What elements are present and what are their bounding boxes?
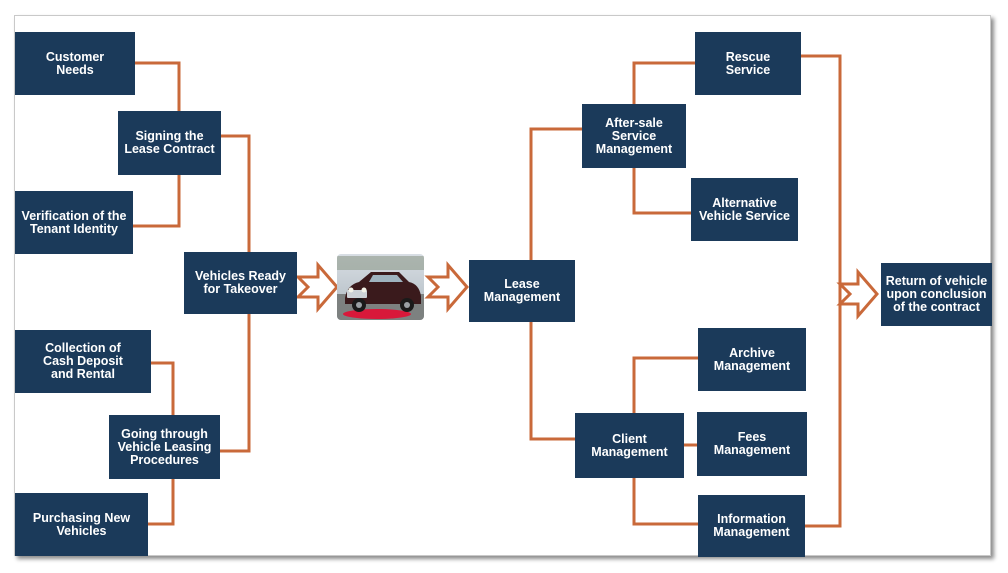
car-icon	[337, 254, 424, 320]
connector-collection	[151, 361, 175, 415]
connector-rescue-bracket	[801, 54, 842, 528]
connector-ready-to-going	[220, 314, 251, 453]
node-signing-lease-contract: Signing the Lease Contract	[118, 111, 221, 175]
car-photo	[337, 254, 424, 320]
node-after-sale-service: After-sale Service Management	[582, 104, 686, 168]
node-vehicles-ready-takeover: Vehicles Ready for Takeover	[184, 252, 297, 314]
node-going-through-procedures: Going through Vehicle Leasing Procedures	[109, 415, 220, 479]
node-fees-management: Fees Management	[697, 412, 807, 476]
connector-aftersale-alternative	[632, 168, 691, 215]
connector-verification	[133, 175, 181, 228]
node-customer-needs: Customer Needs	[15, 32, 135, 95]
node-rescue-service: Rescue Service	[695, 32, 801, 95]
connector-lease-to-aftersale	[529, 127, 582, 260]
arrow-right-icon	[424, 260, 469, 314]
connector-purchasing	[148, 479, 175, 526]
node-verification-tenant-identity: Verification of the Tenant Identity	[15, 191, 133, 254]
arrow-right-icon	[294, 260, 339, 314]
node-collection-cash-deposit: Collection of Cash Deposit and Rental	[15, 330, 151, 393]
connector-aftersale-rescue	[632, 61, 695, 104]
connector-client-archive	[632, 356, 698, 413]
node-purchasing-new-vehicles: Purchasing New Vehicles	[15, 493, 148, 556]
arrow-right-icon	[836, 267, 879, 321]
node-alternative-vehicle-service: Alternative Vehicle Service	[691, 178, 798, 241]
connector-client-information	[632, 478, 698, 526]
node-client-management: Client Management	[575, 413, 684, 478]
connector-customer-needs	[135, 61, 181, 111]
node-information-management: Information Management	[698, 495, 805, 557]
connector-lease-to-client	[529, 322, 575, 441]
node-lease-management: Lease Management	[469, 260, 575, 322]
connector-signing-to-ready	[221, 134, 251, 252]
node-archive-management: Archive Management	[698, 328, 806, 391]
node-return-of-vehicle: Return of vehicle upon conclusion of the…	[881, 263, 992, 326]
